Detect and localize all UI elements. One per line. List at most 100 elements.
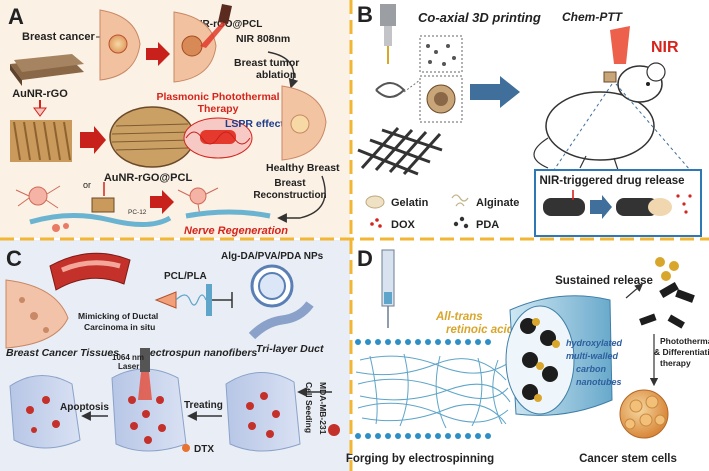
down-arrow-head-icon [33, 107, 47, 117]
breast-cancer-tissues-label: Breast Cancer Tissues [6, 347, 119, 359]
panel-c-label: C [6, 246, 22, 271]
electrospinning-apparatus [154, 284, 233, 316]
hydroxylated-line-4: nanotubes [576, 377, 622, 387]
nerve-cells-left [15, 185, 172, 232]
retinoic-line-2: retinoic acid [446, 324, 515, 336]
alg-nps-label: Alg-DA/PVA/PDA NPs [221, 251, 324, 262]
forging-label: Forging by electrospinning [346, 453, 494, 465]
breast-cancer-label: Breast cancer [22, 31, 95, 43]
laser-line-1: 1064 nm [112, 353, 144, 362]
cell-seeding-label: Cell Seeding [304, 382, 314, 433]
right-arrow-icon [80, 126, 106, 154]
breast-reconstruction-line-2: Reconstruction [253, 190, 326, 201]
cell-seeding-arrow [297, 387, 340, 436]
right-arrow-icon-3 [150, 190, 174, 214]
printer-nozzle [380, 4, 396, 64]
syringe-icon [381, 249, 395, 328]
released-particles [625, 257, 695, 329]
mouse-illustration [533, 62, 666, 171]
breast-reconstruction-line-1: Breast [274, 178, 306, 189]
drug-release-illustration [543, 190, 692, 219]
inset-leader [403, 79, 421, 93]
therapy-label: Photothermal& Differentiationtherapy [654, 336, 709, 368]
fiber-magnified-circle [109, 106, 195, 168]
curved-arrow-icon [267, 51, 299, 89]
breast-cancer-illustration [99, 9, 141, 81]
pc12-label: PC-12 [128, 209, 147, 216]
plasmonic-line-2: Therapy [198, 103, 239, 115]
nerve-cells-right [177, 187, 271, 219]
breast-tissue-illustration [5, 279, 69, 349]
coaxial-inset [419, 35, 463, 123]
electrode-dots-bottom [355, 433, 491, 439]
dtx-label: DTX [194, 444, 214, 455]
electrode-dots-top [355, 339, 491, 345]
apoptosis-label: Apoptosis [60, 402, 109, 413]
pda-icon [453, 221, 459, 227]
cancer-stem-cell-sphere [619, 389, 669, 439]
duct-apoptosis [9, 375, 81, 449]
plasmonic-line-1: Plasmonic Photothermal [156, 91, 279, 103]
trilayer-label: Tri-layer Duct [256, 343, 324, 355]
legend-dox: DOX [391, 219, 416, 231]
legend-gelatin: Gelatin [391, 197, 429, 209]
therapy-line-1: Photothermal [660, 336, 709, 346]
panel-b-label: B [357, 2, 373, 27]
scaffold-chip [91, 182, 115, 213]
therapy-line-3: therapy [660, 358, 691, 368]
hydroxylated-line-2: multi-walled [566, 351, 619, 361]
gelatin-icon [365, 195, 385, 209]
aunr-rgo-label: AuNR-rGO [12, 88, 68, 100]
panel-a-label: A [8, 4, 24, 29]
mimicking-line-1: Mimicking of Ductal [78, 311, 158, 321]
healthy-breast-illustration [281, 85, 327, 161]
legend-pda: PDA [476, 219, 499, 231]
nir-808-label: NIR 808nm [236, 33, 290, 45]
lspr-diagram [183, 117, 253, 159]
laser-line-2: Laser [118, 362, 139, 371]
dox-icon [370, 222, 374, 226]
right-arrow-icon-2 [146, 42, 170, 66]
mimicking-line-2: Carcinoma in situ [84, 322, 155, 332]
right-arrow-icon-b [470, 76, 520, 108]
aunr-pcl-bottom-label: AuNR-rGO@PCL [104, 172, 193, 184]
hydroxylated-line-1: hydroxylated [566, 338, 623, 348]
fiber-mat [355, 353, 511, 429]
nir-beam-icon [610, 26, 630, 64]
dtx-icon [182, 444, 190, 452]
nir-release-label: NIR-triggered drug release [539, 175, 684, 187]
panel-b: B Co-axial 3D printing [357, 2, 702, 237]
breast-tumor-ablation-line-1: Breast tumor [234, 57, 299, 69]
nir-label: NIR [651, 39, 679, 56]
nerve-regeneration-label: Nerve Regeneration [184, 225, 288, 237]
sustained-release-label: Sustained release [555, 275, 653, 287]
hydroxylated-label: hydroxylated multi-walled carbon nanotubes [566, 338, 623, 387]
or-label: or [83, 180, 91, 190]
filament-coil [375, 82, 406, 98]
electrospun-label: Electrospun nanofibers [140, 347, 257, 359]
duct-laser [111, 348, 187, 452]
healthy-breast-label: Healthy Breast [266, 162, 340, 174]
duct-cross-section [49, 252, 131, 291]
fiber-bundle [10, 120, 72, 162]
cancer-stem-cells-label: Cancer stem cells [579, 453, 677, 465]
aunr-rgo-sheet [10, 54, 84, 86]
duct-seeded [225, 372, 301, 452]
treating-label: Treating [184, 400, 223, 411]
chem-ptt-label: Chem-PTT [562, 10, 624, 24]
panel-d-label: D [357, 246, 373, 271]
zoom-leader-left [553, 83, 613, 171]
hydroxylated-line-3: carbon [576, 364, 607, 374]
pcl-pla-label: PCL/PLA [164, 271, 207, 282]
cell-line-label: MDA-MB-231 [318, 382, 328, 435]
zoom-leader-right [615, 83, 691, 171]
coaxial-printing-label: Co-axial 3D printing [418, 10, 541, 25]
breast-tumor-ablation-line-2: ablation [256, 69, 296, 81]
